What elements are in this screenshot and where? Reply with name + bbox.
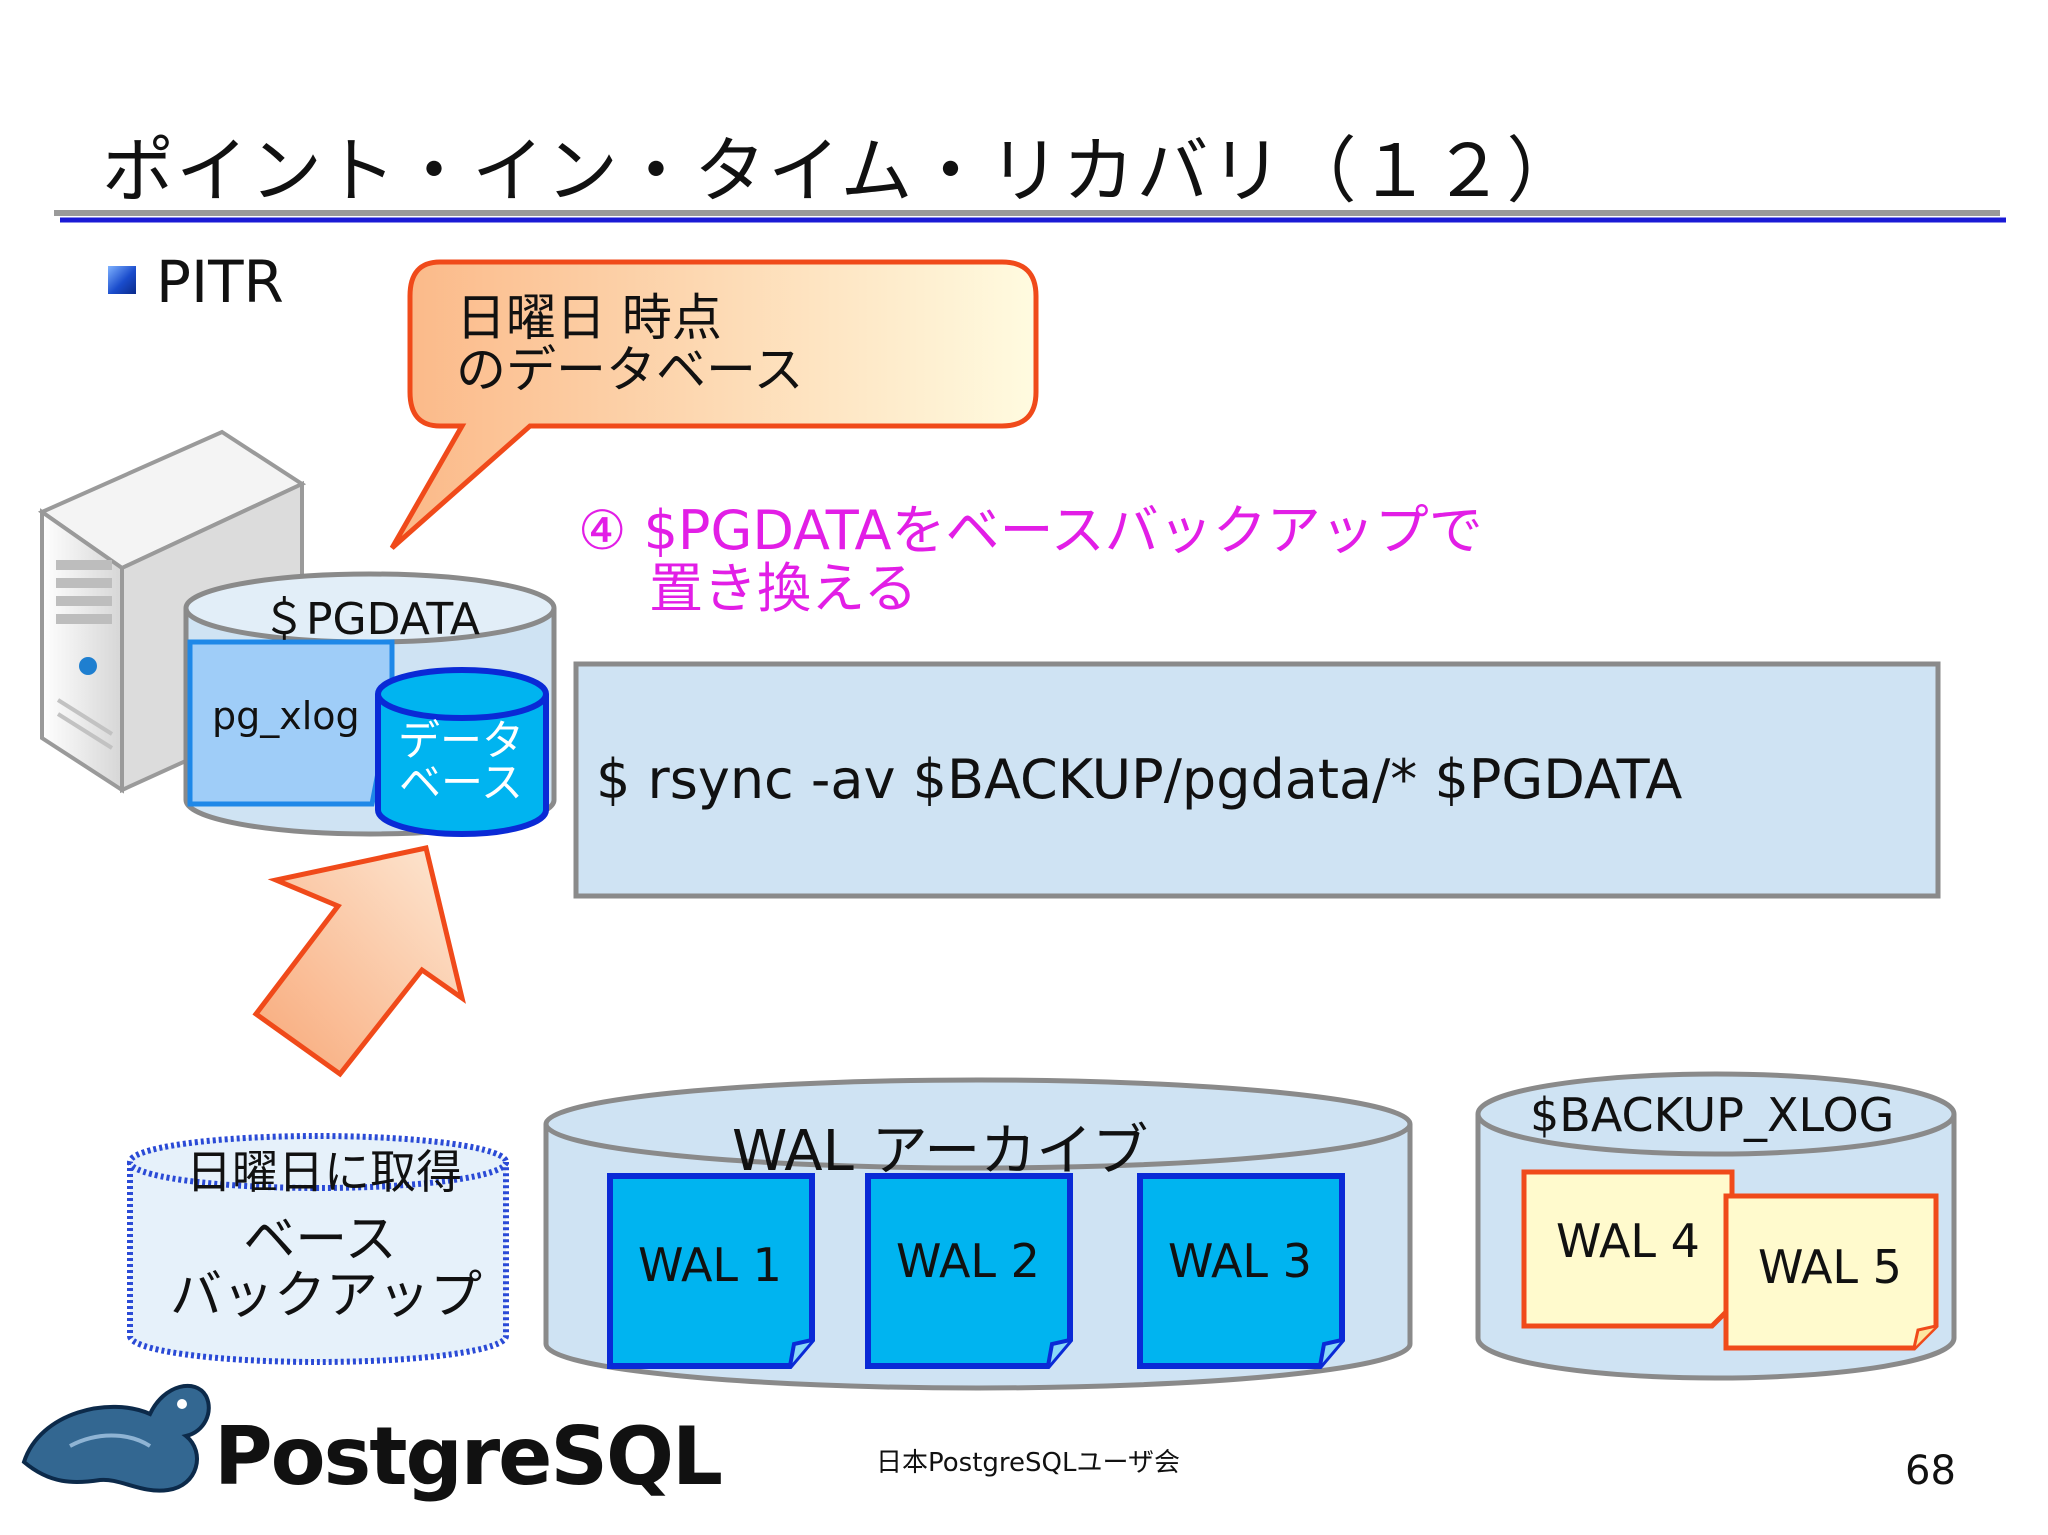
page-number: 68: [1905, 1448, 1956, 1494]
wal-file-label: WAL 3: [1168, 1234, 1312, 1288]
command-box: [573, 661, 1941, 899]
footer-org: 日本PostgreSQLユーザ会: [876, 1448, 1180, 1478]
pg-xlog-label: pg_xlog: [212, 694, 360, 738]
callout-text: 日曜日 時点 のデータベース: [456, 289, 804, 399]
wal-file-2: [865, 1173, 1073, 1369]
bullet-square-icon: [108, 266, 136, 294]
wal-file-3: [1137, 1173, 1345, 1369]
postgresql-logo-text: PostgreSQL: [214, 1410, 723, 1503]
wal-file-label: WAL 1: [638, 1238, 782, 1292]
database-cylinder: [375, 667, 549, 837]
database-label: データ ベース: [398, 716, 525, 807]
restore-arrow: [252, 845, 466, 1078]
wal-file-label: WAL 2: [896, 1234, 1040, 1288]
base-backup-date-label: 日曜日に取得: [186, 1145, 462, 1199]
backup-xlog-title: $BACKUP_XLOG: [1530, 1088, 1895, 1142]
wal-file-5: [1723, 1193, 1939, 1351]
base-backup-cylinder: [127, 1133, 509, 1365]
title-rule: [54, 210, 2006, 223]
pgdata-label: ＄PGDATA: [262, 594, 480, 645]
callout-bubble: [389, 259, 1039, 550]
step-text: ④ $PGDATAをベースバックアップで 置き換える: [578, 499, 1483, 620]
rsync-command: $ rsync -av $BACKUP/pgdata/* $PGDATA: [596, 748, 1683, 811]
wal-file-label: WAL 4: [1556, 1214, 1700, 1268]
base-backup-label: ベース バックアップ: [170, 1210, 483, 1326]
bullet-pitr: PITR: [156, 248, 284, 316]
wal-file-4: [1521, 1169, 1735, 1329]
wal-file-label: WAL 5: [1758, 1240, 1902, 1294]
postgresql-elephant-icon: [21, 1383, 211, 1493]
wal-archive-title: WAL アーカイブ: [732, 1119, 1149, 1184]
slide-title: ポイント・イン・タイム・リカバリ（１２）: [102, 129, 1581, 213]
wal-file-1: [607, 1173, 815, 1369]
